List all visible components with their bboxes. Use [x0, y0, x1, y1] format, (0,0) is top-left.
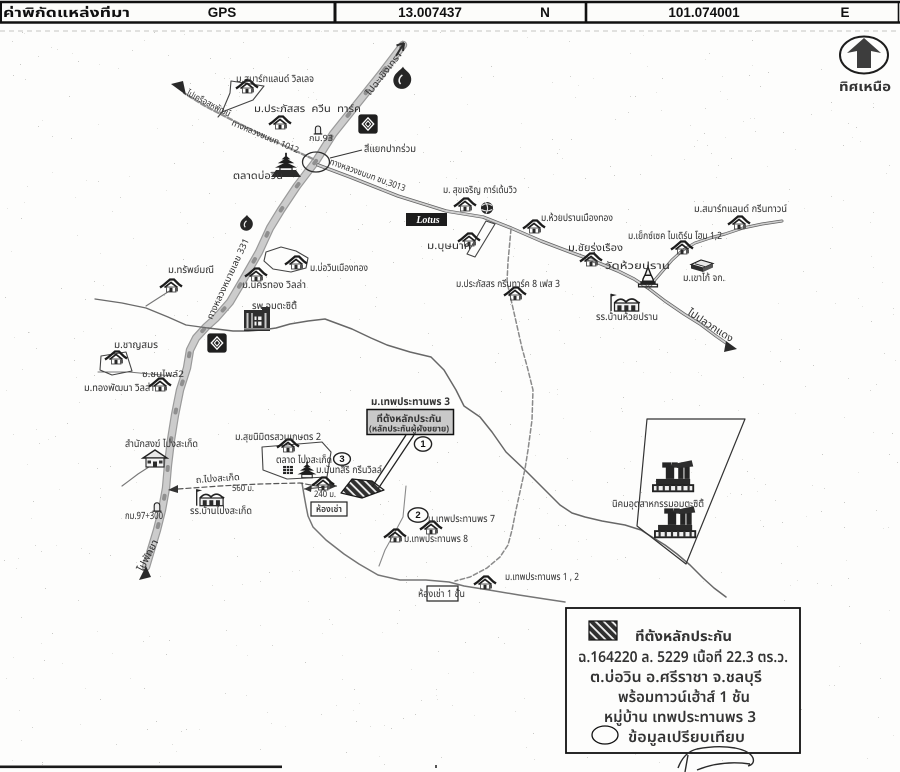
- svg-text:Lotus: Lotus: [415, 215, 439, 226]
- svg-text:3: 3: [339, 454, 344, 465]
- svg-text:1: 1: [420, 439, 426, 450]
- svg-text:2: 2: [415, 510, 420, 521]
- svg-text:13.007437: 13.007437: [398, 5, 462, 20]
- svg-text:N: N: [540, 5, 550, 20]
- svg-text:101.074001: 101.074001: [668, 5, 740, 20]
- svg-text:GPS: GPS: [208, 5, 237, 20]
- svg-text:E: E: [840, 5, 849, 20]
